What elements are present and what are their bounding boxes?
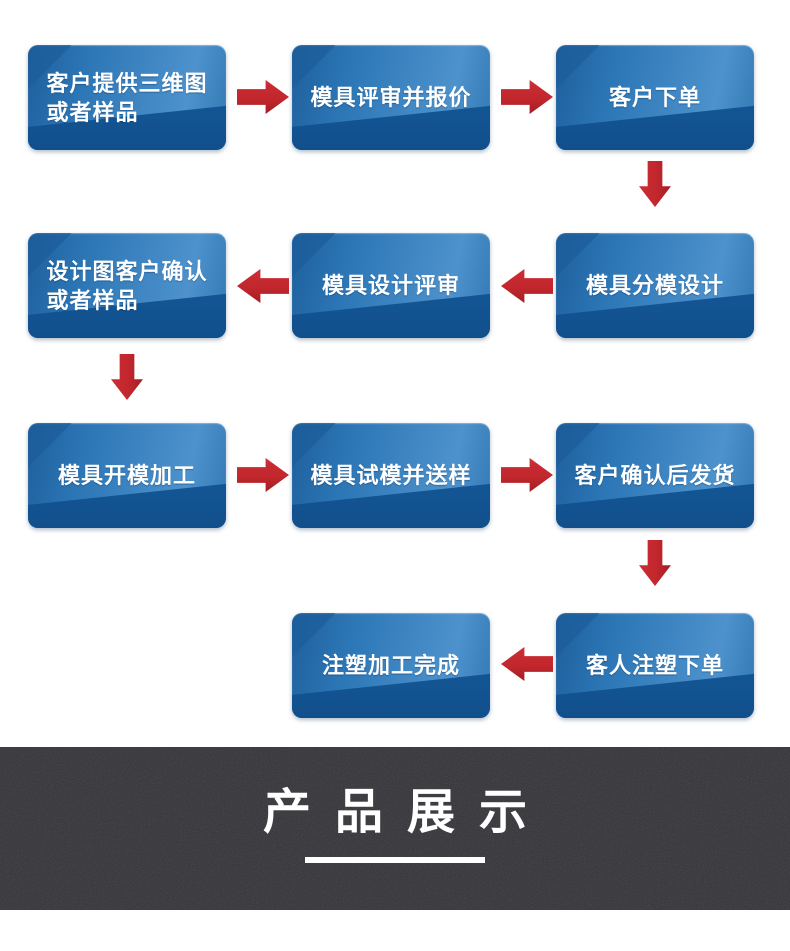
step-label: 模具试模并送样 [310, 463, 472, 488]
step-label: 模具设计评审 [321, 273, 460, 298]
arrow-right-icon [237, 458, 289, 492]
step-mold-review-and-quotation: 模具评审并报价 [292, 45, 490, 150]
step-label: 客户提供三维图 或者样品 [46, 70, 208, 125]
step-label: 模具分模设计 [585, 273, 724, 298]
step-design-confirmation-or-sample: 设计图客户确认 或者样品 [28, 233, 226, 338]
arrow-right-icon [237, 80, 289, 114]
arrow-down-icon [111, 354, 143, 400]
step-customer-injection-order: 客人注塑下单 [556, 613, 754, 718]
step-label: 注塑加工完成 [321, 653, 460, 678]
section-banner: 产品展示 [0, 747, 790, 910]
noise-texture [0, 747, 790, 910]
step-ship-after-customer-confirmation: 客户确认后发货 [556, 423, 754, 528]
banner-underline [305, 857, 485, 863]
step-label: 设计图客户确认 或者样品 [46, 258, 208, 313]
arrow-left-icon [501, 647, 553, 681]
step-mold-trial-and-sample-delivery: 模具试模并送样 [292, 423, 490, 528]
arrow-right-icon [501, 458, 553, 492]
arrow-right-icon [501, 80, 553, 114]
step-mold-design-review: 模具设计评审 [292, 233, 490, 338]
arrow-left-icon [237, 269, 289, 303]
arrow-left-icon [501, 269, 553, 303]
banner-title: 产品展示 [262, 786, 551, 839]
step-customer-provides-3d-drawing-or-sample: 客户提供三维图 或者样品 [28, 45, 226, 150]
step-label: 客人注塑下单 [585, 653, 724, 678]
step-injection-molding-completed: 注塑加工完成 [292, 613, 490, 718]
step-mold-opening-machining: 模具开模加工 [28, 423, 226, 528]
step-customer-places-order: 客户下单 [556, 45, 754, 150]
step-label: 客户下单 [608, 85, 701, 110]
arrow-down-icon [639, 540, 671, 586]
arrow-down-icon [639, 161, 671, 207]
step-label: 模具评审并报价 [310, 85, 472, 110]
step-label: 客户确认后发货 [574, 463, 736, 488]
step-mold-parting-design: 模具分模设计 [556, 233, 754, 338]
step-label: 模具开模加工 [57, 463, 196, 488]
